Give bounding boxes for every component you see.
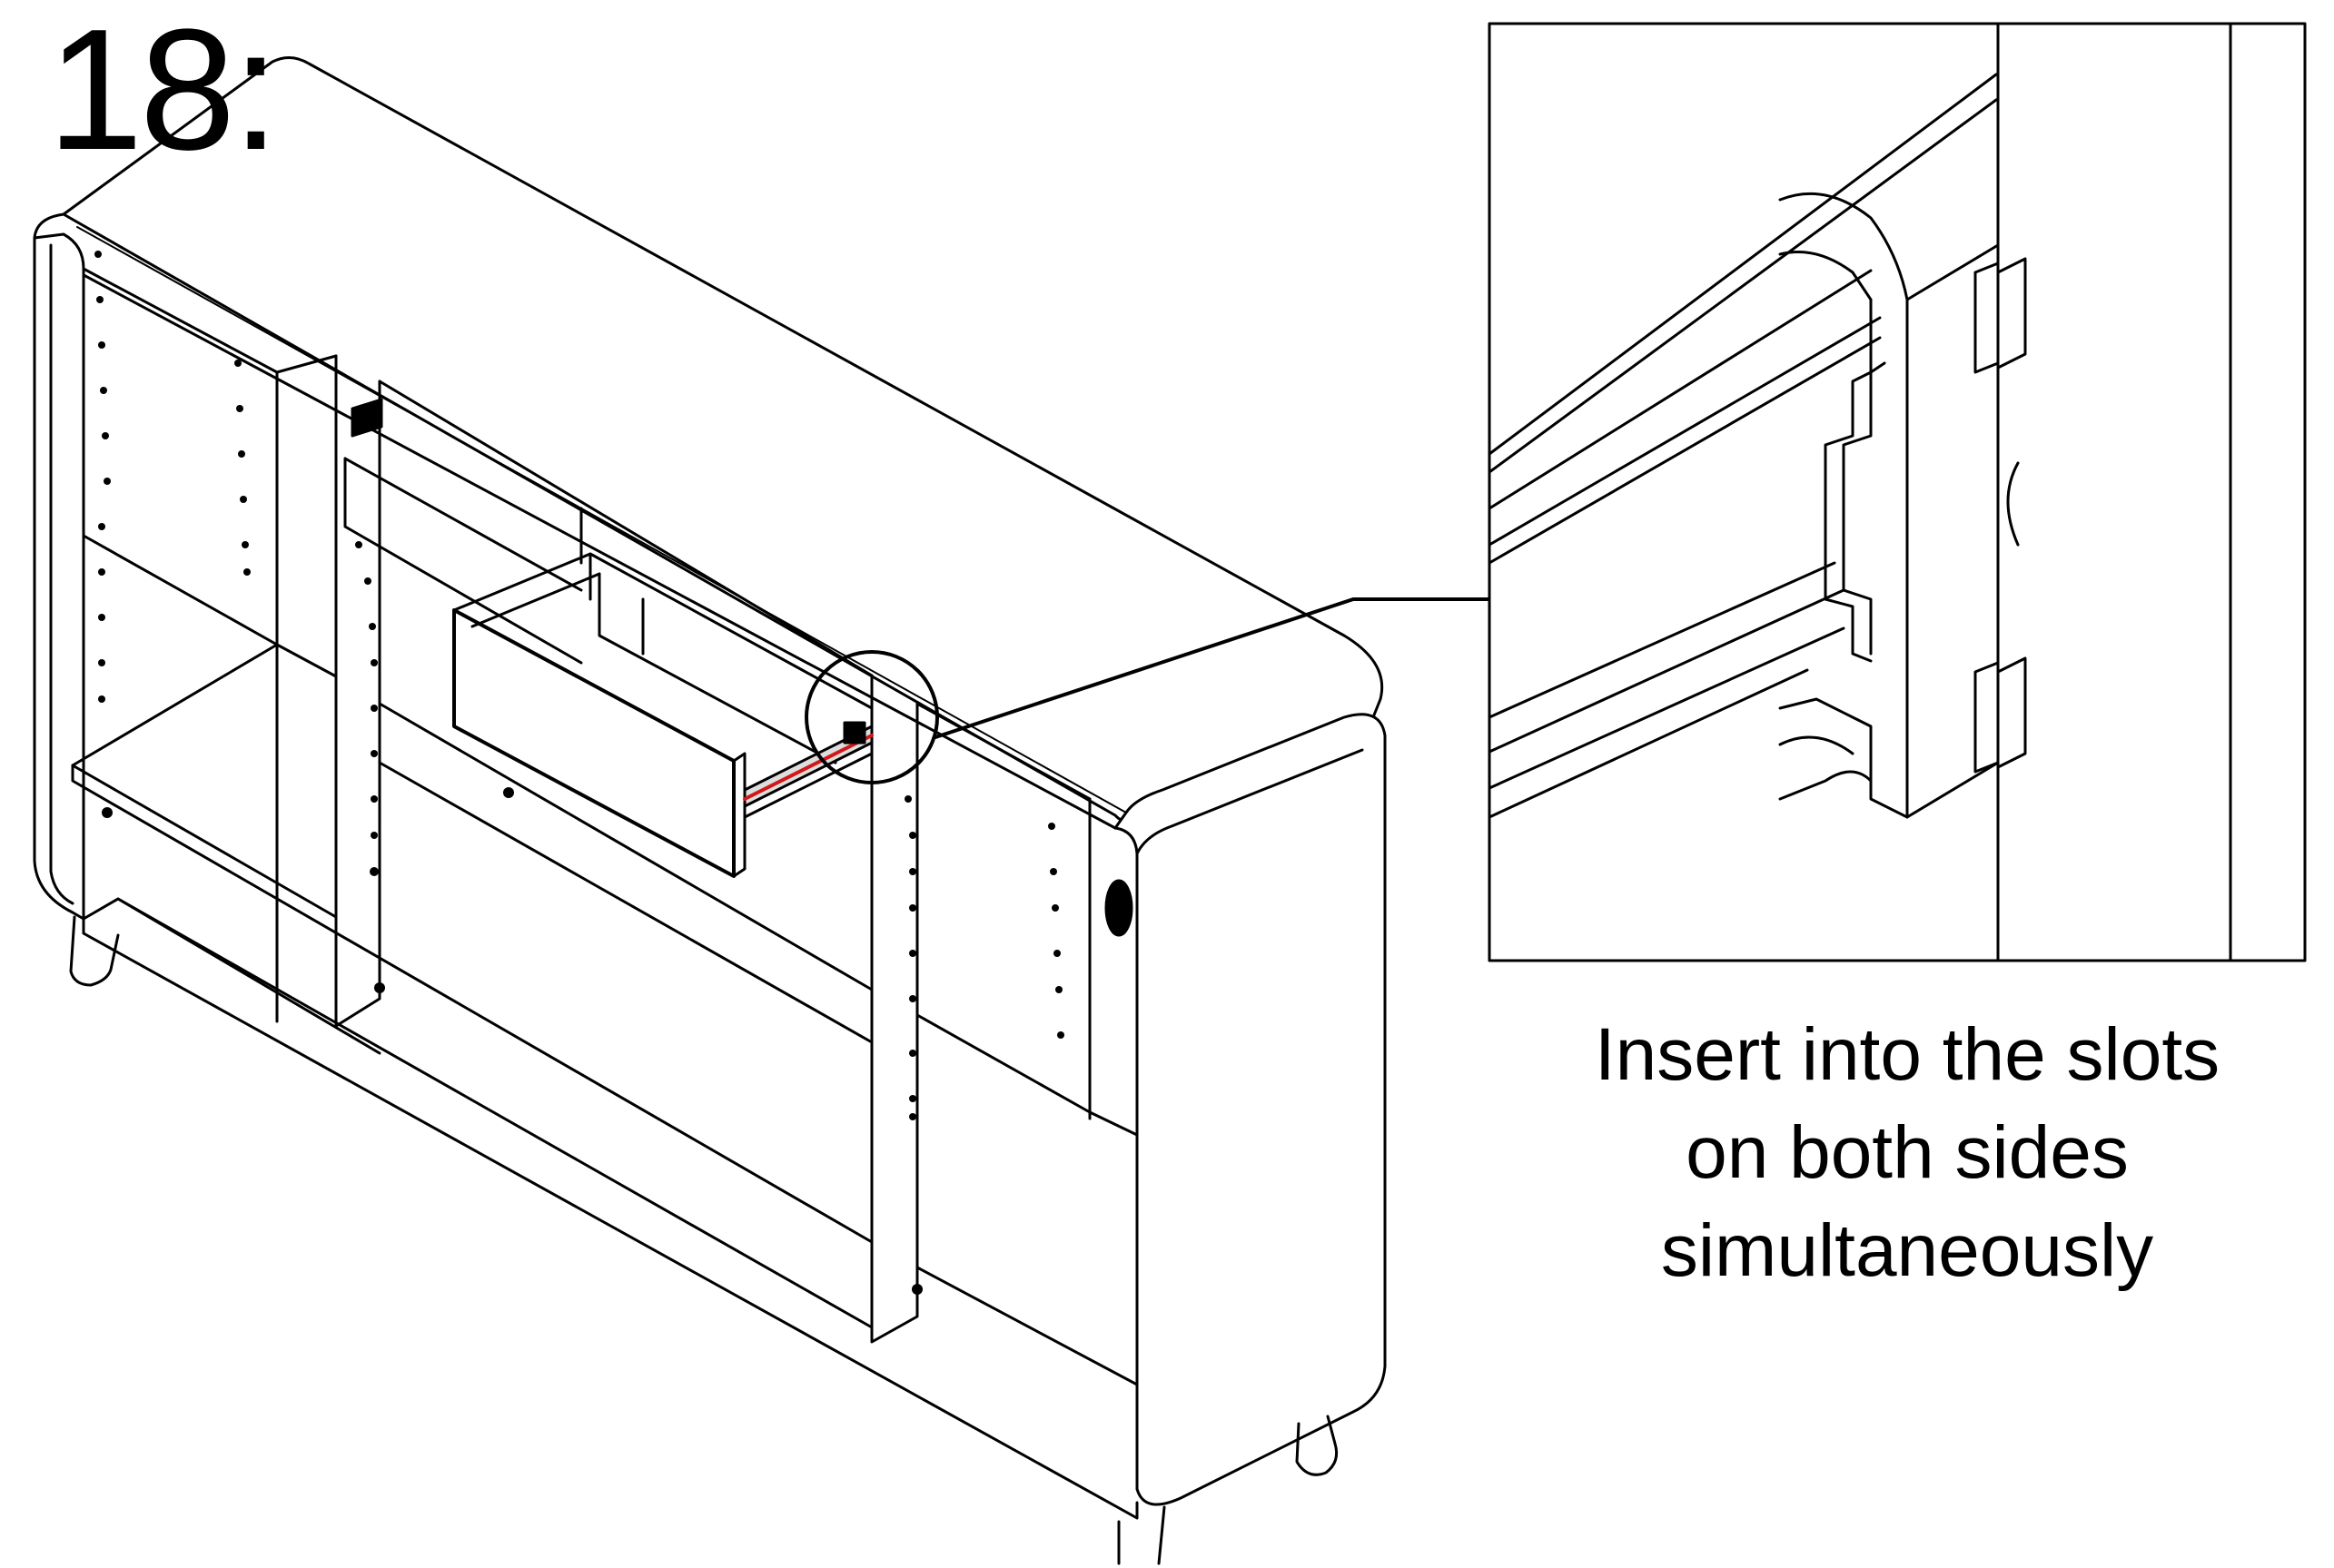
step-number: 18: <box>47 0 280 186</box>
cabinet-left-side-panel <box>33 232 85 921</box>
cabinet-illustration <box>33 56 1491 1565</box>
leg-left <box>69 915 120 987</box>
panel-slot-lower <box>1973 661 2000 774</box>
divider-left <box>334 354 381 1028</box>
callout-leader-line <box>934 597 1491 739</box>
instruction-text: Insert into the slots on both sides simu… <box>1489 1006 2325 1300</box>
divider-right <box>870 674 919 1344</box>
detail-callout-circle <box>805 650 939 784</box>
bottom-shelf <box>82 917 1139 1520</box>
cable-hole <box>1104 879 1133 937</box>
drawer-front <box>452 608 736 878</box>
detail-zoom-panel <box>1488 22 2307 962</box>
shelf-pin-holes-left <box>94 251 251 818</box>
middle-shelf <box>71 643 1139 1137</box>
instruction-line-1: Insert into the slots <box>1594 1013 2220 1096</box>
instruction-line-2: on both sides <box>1686 1111 2129 1194</box>
leg-front <box>1117 1505 1166 1565</box>
drawer <box>351 398 874 878</box>
instruction-line-3: simultaneously <box>1660 1209 2154 1292</box>
shelf-pin-holes-middle <box>355 541 514 993</box>
shelf-pin-holes-right <box>905 795 1064 1295</box>
panel-slot-upper <box>1973 261 2000 374</box>
slide-bracket <box>1778 192 1909 819</box>
leg-right <box>1295 1415 1339 1476</box>
detail-zoom-frame <box>1488 22 2307 962</box>
